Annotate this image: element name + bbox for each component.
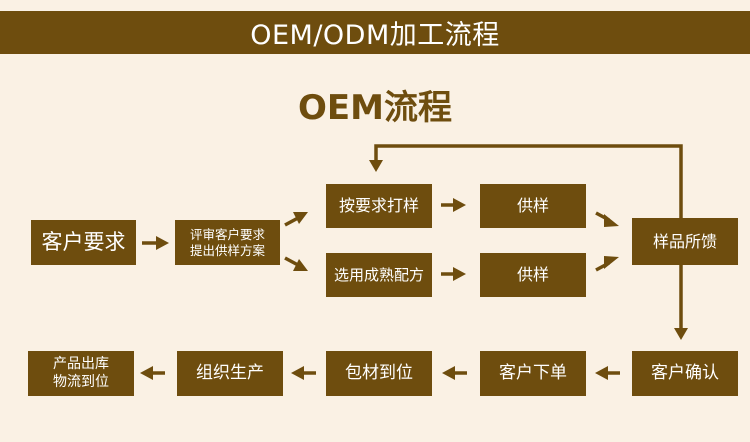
step-materials-ready: 包材到位: [326, 351, 432, 396]
arrowhead-b4: [140, 366, 153, 380]
header-banner: OEM/ODM加工流程: [0, 11, 750, 54]
arrowhead-b1: [595, 366, 608, 380]
section-title: OEM流程: [298, 88, 452, 128]
arrowhead-1: [156, 236, 169, 250]
step-review-requirements: 评审客户要求 提出供样方案: [175, 220, 280, 265]
step-customer-order: 客户下单: [480, 351, 586, 396]
step-review-line2: 提出供样方案: [189, 242, 265, 258]
arrowhead-loop: [369, 160, 383, 172]
step-shipping-line1: 产品出库: [53, 356, 109, 372]
step-shipping: 产品出库 物流到位: [28, 351, 134, 396]
arrowhead-diag-4: [604, 256, 619, 269]
arrowhead-confirm: [674, 328, 688, 340]
arrowhead-2: [453, 198, 466, 212]
step-sample-feedback: 样品所馈: [632, 218, 738, 265]
step-sample-by-request: 按要求打样: [326, 184, 432, 228]
step-shipping-line2: 物流到位: [53, 373, 109, 390]
step-customer-confirm: 客户确认: [632, 351, 738, 396]
arrowhead-b2: [442, 366, 455, 380]
step-review-line1: 评审客户要求: [189, 226, 265, 242]
arrowhead-diag-1: [293, 212, 308, 224]
step-customer-request: 客户要求: [31, 220, 136, 265]
loop-connector: [374, 144, 683, 218]
arrowhead-3: [453, 267, 466, 281]
step-use-mature-formula: 选用成熟配方: [326, 253, 432, 297]
banner-title: OEM/ODM加工流程: [250, 20, 500, 51]
arrow-shaft-diag-1: [284, 216, 299, 227]
step-supply-sample-top: 供样: [480, 184, 586, 228]
step-supply-sample-bottom: 供样: [480, 253, 586, 297]
step-organize-production: 组织生产: [177, 351, 283, 396]
arrow-shaft-diag-2: [284, 256, 299, 267]
arrowhead-diag-2: [293, 259, 308, 271]
arrowhead-diag-3: [604, 214, 619, 227]
arrowhead-b3: [291, 366, 304, 380]
